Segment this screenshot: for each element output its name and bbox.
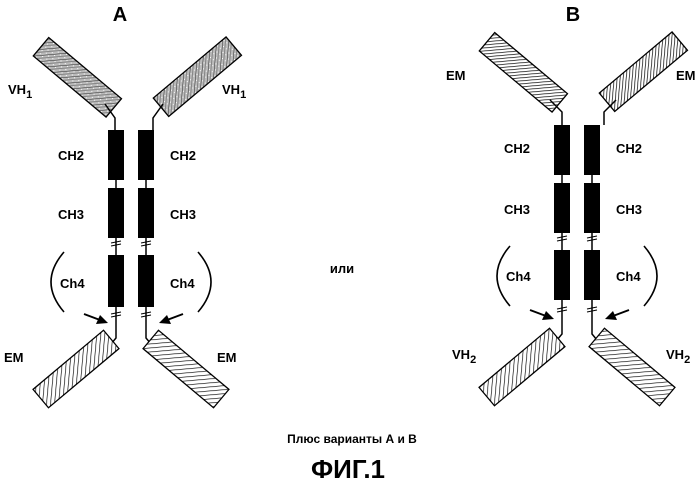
em-top-right-label: EM	[676, 68, 696, 83]
ch4-right-block	[138, 255, 154, 307]
em-top-left-domain	[479, 33, 567, 112]
vh2-left-label: VH2	[452, 347, 476, 366]
ch3-left-label: CH3	[58, 207, 84, 222]
optional-bracket-right	[198, 252, 211, 312]
junction-arrow-left-b	[530, 310, 554, 320]
break-marks-a-upper	[111, 241, 151, 246]
panel-b-title: B	[566, 4, 580, 26]
ch2-left-label: CH2	[58, 148, 84, 163]
ch3-right-label-b: CH3	[616, 202, 642, 217]
vh2-right-domain	[589, 328, 675, 406]
panel-a-title: A	[113, 4, 127, 26]
break-marks-b-upper	[557, 236, 597, 241]
break-marks-a-lower	[111, 312, 151, 317]
junction-arrow-left	[84, 314, 108, 324]
ch4-left-label: Ch4	[60, 276, 85, 291]
ch4-left-label-b: Ch4	[506, 269, 531, 284]
figure-label: ФИГ.1	[311, 454, 385, 484]
ch2-right-block	[138, 130, 154, 180]
vh1-right-label: VH1	[222, 82, 246, 101]
em-left-domain	[33, 330, 119, 408]
em-right-domain	[143, 330, 229, 408]
ch3-right-block	[138, 188, 154, 238]
vh2-left-domain	[479, 328, 565, 406]
em-top-right-domain	[599, 32, 687, 111]
ch3-left-label-b: CH3	[504, 202, 530, 217]
vh1-left-label: VH1	[8, 82, 32, 101]
em-top-left-label: EM	[446, 68, 466, 83]
ch3-left-block	[108, 188, 124, 238]
caption: Плюс варианты А и В	[287, 432, 417, 446]
ch4-right-block-b	[584, 250, 600, 300]
panel-a: A VH1 VH1 CH2 CH2 CH3 CH3 Ch4	[4, 4, 246, 408]
ch2-right-label: CH2	[170, 148, 196, 163]
ch4-right-label-b: Ch4	[616, 269, 641, 284]
em-right-label: EM	[217, 350, 237, 365]
ch2-right-block-b	[584, 125, 600, 175]
ch3-right-block-b	[584, 183, 600, 233]
ch4-right-label: Ch4	[170, 276, 195, 291]
em-left-label: EM	[4, 350, 24, 365]
ch4-left-block-b	[554, 250, 570, 300]
vh1-left-domain	[33, 38, 121, 117]
ch3-right-label: CH3	[170, 207, 196, 222]
ch2-left-block	[108, 130, 124, 180]
panel-b: B EM EM CH2 CH2 CH3 CH3 Ch4 Ch4	[446, 4, 696, 406]
junction-arrow-right-b	[605, 310, 629, 320]
break-marks-b-lower	[557, 307, 597, 312]
ch4-left-block	[108, 255, 124, 307]
ch2-left-label-b: CH2	[504, 141, 530, 156]
junction-arrow-right	[159, 314, 183, 324]
connector-or: или	[330, 261, 354, 276]
optional-bracket-right-b	[644, 246, 657, 306]
vh2-right-label: VH2	[666, 347, 690, 366]
ch2-left-block-b	[554, 125, 570, 175]
ch3-left-block-b	[554, 183, 570, 233]
vh1-right-domain	[153, 37, 241, 116]
ch2-right-label-b: CH2	[616, 141, 642, 156]
